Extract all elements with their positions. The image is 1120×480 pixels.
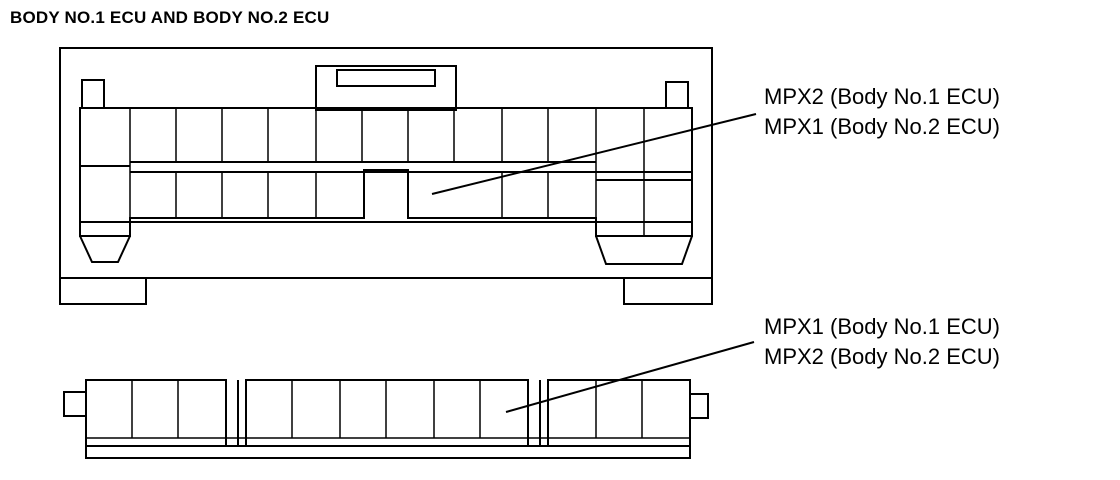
upper-latch-slot	[336, 69, 436, 87]
upper-label-line-1: MPX2 (Body No.1 ECU)	[764, 84, 1000, 109]
lower-block-right	[547, 379, 691, 447]
upper-latch-tab	[315, 65, 457, 111]
lower-block-left	[85, 379, 227, 447]
upper-left-foot	[59, 277, 147, 305]
upper-bottom-row-pins	[175, 172, 549, 218]
upper-left-post	[81, 79, 105, 109]
upper-right-post	[665, 81, 689, 109]
upper-right-foot	[623, 277, 713, 305]
lower-label-line-2: MPX2 (Body No.2 ECU)	[764, 344, 1000, 369]
upper-leader-line	[431, 113, 757, 195]
lower-base-plate	[85, 446, 691, 459]
upper-top-row-pins	[129, 108, 645, 236]
upper-label-line-2: MPX1 (Body No.2 ECU)	[764, 114, 1000, 139]
lower-connector-label: MPX1 (Body No.1 ECU) MPX2 (Body No.2 ECU…	[764, 312, 1000, 372]
upper-connector-label: MPX2 (Body No.1 ECU) MPX1 (Body No.2 ECU…	[764, 82, 1000, 142]
lower-label-line-1: MPX1 (Body No.1 ECU)	[764, 314, 1000, 339]
lower-pins	[131, 380, 643, 438]
upper-left-guide	[79, 235, 131, 263]
upper-housing-outline	[59, 47, 713, 279]
lower-leader-line	[505, 341, 755, 413]
upper-connector	[59, 47, 757, 305]
diagram-title: BODY NO.1 ECU AND BODY NO.2 ECU	[10, 8, 330, 27]
lower-block-center	[245, 379, 529, 447]
upper-right-guide	[595, 235, 693, 265]
lower-connector	[63, 341, 755, 459]
lower-right-peg	[689, 393, 709, 419]
lower-left-peg	[63, 391, 87, 417]
